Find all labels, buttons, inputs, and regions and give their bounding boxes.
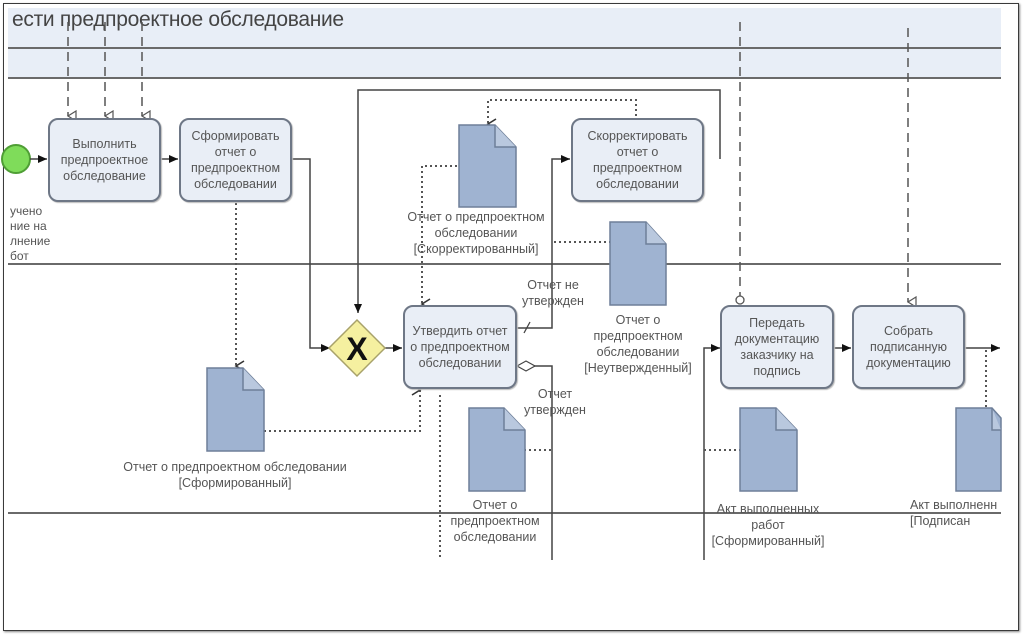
data-association: [264, 384, 422, 432]
default-flow-marker: [523, 321, 531, 334]
task-send-docs[interactable]: Передать документацию заказчику на подпи…: [720, 305, 834, 389]
sequence-flow: [292, 158, 330, 352]
conditional-flow-marker: [515, 360, 537, 372]
document-act-formed-label: Акт выполненных работ [Сформированный]: [711, 502, 825, 548]
lane-header-band: [8, 8, 1001, 48]
flow-label-not-approved: Отчет не утвержден: [522, 278, 584, 308]
documents: [206, 124, 1002, 492]
task-correct-report[interactable]: Скорректировать отчет о предпроектном об…: [571, 118, 704, 202]
document-act-signed-label: Акт выполненн [Подписан: [910, 498, 998, 528]
lane-lines: [8, 47, 1001, 514]
document-report-unapproved-icon: [609, 221, 667, 306]
task-collect-docs[interactable]: Собрать подписанную документацию: [852, 305, 965, 389]
document-act-formed-icon: [739, 407, 798, 492]
document-report-approved-icon: [468, 407, 526, 492]
document-report-unapproved-label: Отчет о предпроектном обследовании [Неут…: [584, 313, 692, 375]
sequence-flow-loop: [354, 89, 721, 313]
start-event-label: учено ние на лнение бот: [10, 204, 51, 263]
document-report-formed-icon: [206, 367, 265, 452]
lane-subheader-band: [8, 48, 1001, 78]
data-association: [420, 165, 457, 310]
sequence-flow: [703, 344, 720, 560]
document-report-corrected-label: Отчет о предпроектном обследовании [Скор…: [407, 210, 545, 256]
task-approve-report[interactable]: Утвердить отчет о предпроектном обследов…: [403, 305, 517, 389]
start-event-icon: [1, 144, 31, 174]
document-act-signed-icon: [955, 407, 1002, 492]
document-report-formed-label: Отчет о предпроектном обследовании [Сфор…: [123, 460, 347, 490]
lane-title: ести предпроектное обследование: [12, 8, 344, 31]
data-association: [486, 99, 637, 130]
sequence-flow-not-approved: [517, 155, 570, 329]
document-report-corrected-icon: [458, 124, 517, 208]
task-form-report[interactable]: Сформировать отчет о предпроектном обсле…: [179, 118, 292, 202]
gateway-x-icon: X: [346, 331, 368, 367]
flow-label-approved: Отчет утвержден: [524, 387, 586, 417]
document-report-approved-label: Отчет о предпроектном обследовании: [450, 498, 540, 544]
message-flow-origin: [735, 295, 745, 305]
exclusive-gateway[interactable]: X: [327, 318, 387, 378]
task-perform-survey[interactable]: Выполнить предпроектное обследование: [48, 118, 161, 202]
